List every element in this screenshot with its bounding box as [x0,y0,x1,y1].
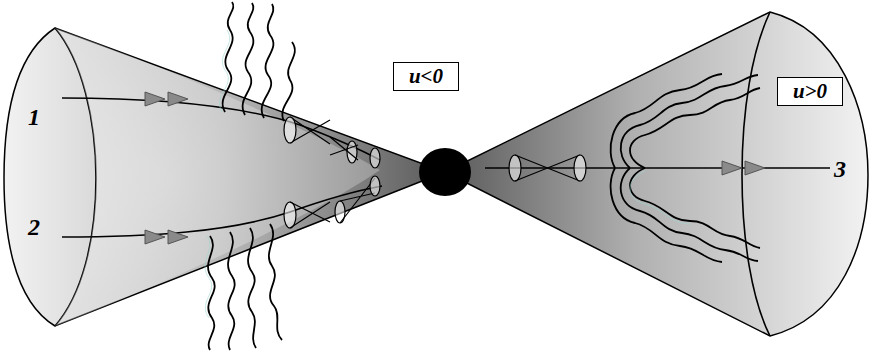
region-label: u>0 [793,79,827,104]
particle-number: 1 [28,104,40,131]
region-label: u<0 [409,64,443,89]
particle-number: 2 [28,214,40,241]
particle-number: 3 [834,156,846,183]
region-box: u<0 [393,62,459,91]
region-box: u>0 [777,77,843,106]
